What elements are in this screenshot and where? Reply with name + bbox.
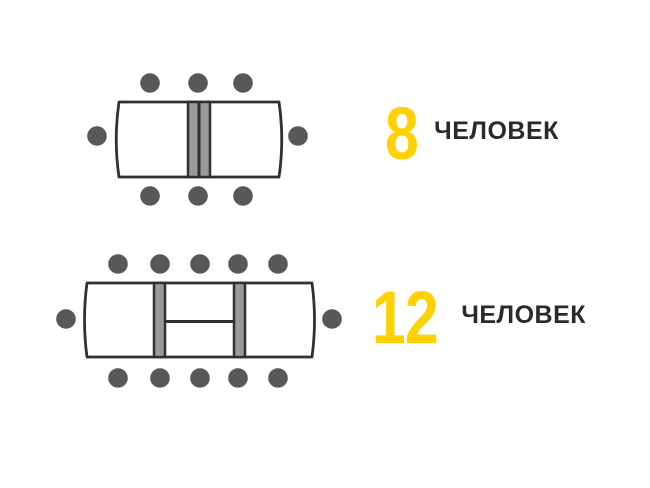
seat-dot [268,254,288,274]
seat-dot [190,254,210,274]
seat-dot [190,368,210,388]
seat-dot [322,309,342,329]
capacity-label-8: 8 ЧЕЛОВЕК [385,96,559,171]
capacity-number-8: 8 [385,91,419,175]
seat-dot [150,254,170,274]
seat-dot [288,126,308,146]
seat-dot [188,186,208,206]
seat-dot [268,368,288,388]
seat-dot [188,73,208,93]
table-12-connector-panel [152,281,167,359]
capacity-number-12: 12 [372,275,439,359]
table-12-graphic [56,254,342,388]
seat-dot [233,73,253,93]
seat-dot [140,73,160,93]
table-12-connector-panel [232,281,247,359]
capacity-unit-8: ЧЕЛОВЕК [434,117,559,145]
seat-dot [233,186,253,206]
table-12-seats [56,254,342,388]
seat-dot [150,368,170,388]
seat-dot [56,309,76,329]
capacity-label-12: 12 ЧЕЛОВЕК [372,280,586,355]
table-8-seats [87,73,308,206]
seat-dot [108,254,128,274]
capacity-unit-12: ЧЕЛОВЕК [461,301,587,329]
seat-dot [108,368,128,388]
seat-dot [87,126,107,146]
seat-dot [228,368,248,388]
seat-dot [228,254,248,274]
table-8-graphic [87,73,308,206]
seat-dot [140,186,160,206]
